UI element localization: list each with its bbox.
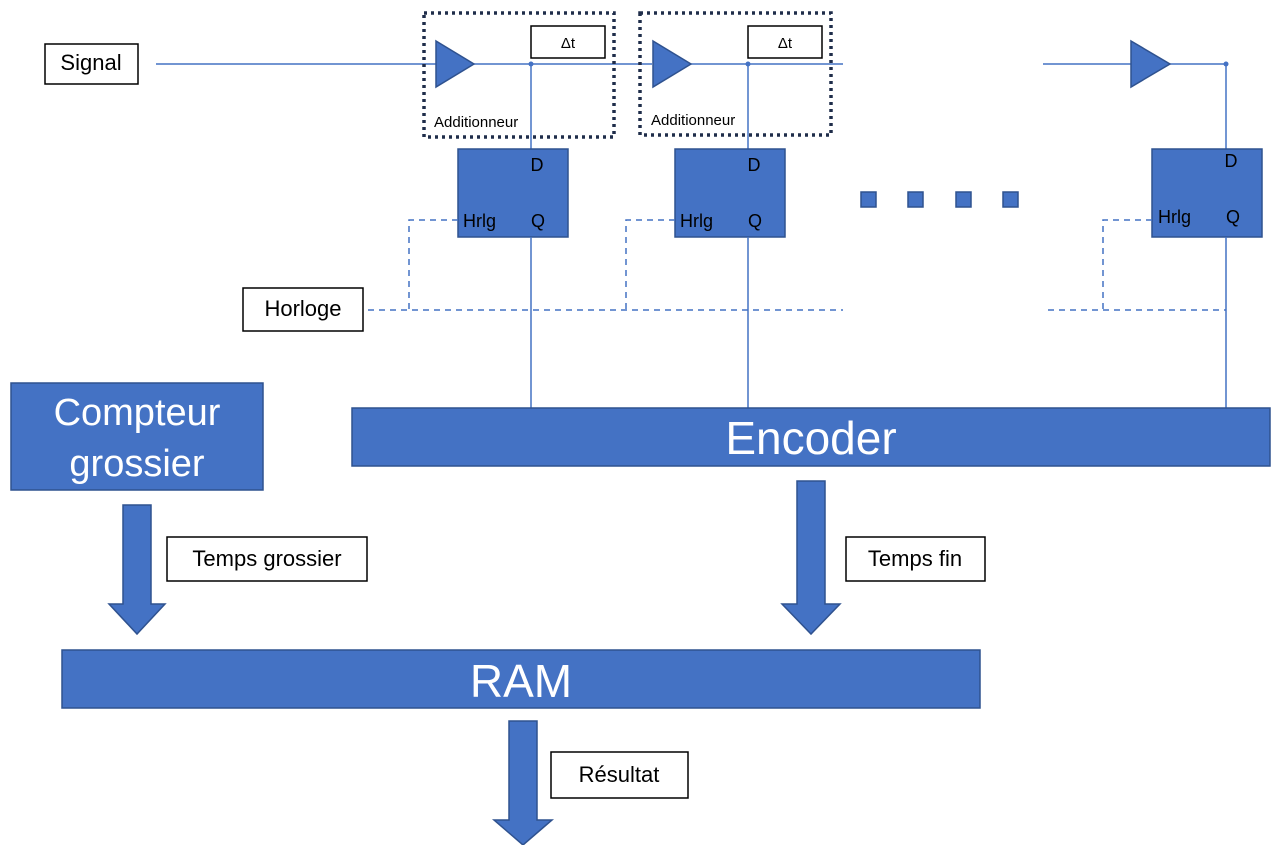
clock-wire <box>1102 219 1152 310</box>
ellipsis-square-icon <box>955 191 972 208</box>
coarse-time-label: Temps grossier <box>192 546 341 571</box>
flipflop-2: D Hrlg Q <box>674 148 786 238</box>
flipflop-q-label: Q <box>1226 207 1240 227</box>
flipflop-d-label: D <box>531 155 544 175</box>
buffer-triangle-icon <box>652 39 693 89</box>
clock-label-box: Horloge <box>242 287 364 332</box>
flipflop-n: D Hrlg Q <box>1151 148 1263 238</box>
delay-label: Δt <box>778 35 793 52</box>
flipflop-d-label: D <box>1225 151 1238 171</box>
delay-label: Δt <box>561 35 576 52</box>
coarse-counter-block: Compteur grossier <box>10 382 264 491</box>
flipflop-1: D Hrlg Q <box>457 148 569 238</box>
clock-wire <box>408 219 458 310</box>
clock-wire <box>625 219 675 310</box>
ellipsis-square-icon <box>860 191 877 208</box>
encoder-block: Encoder <box>351 407 1271 467</box>
adder-label: Additionneur <box>651 112 735 129</box>
adder-stage-1: Δt Additionneur <box>422 11 616 139</box>
ram-label: RAM <box>470 655 572 707</box>
signal-label: Signal <box>60 50 121 75</box>
result-label-box: Résultat <box>550 751 689 799</box>
flipflop-clk-label: Hrlg <box>1158 207 1191 227</box>
buffer-triangle-icon <box>1130 39 1172 89</box>
flipflop-q-label: Q <box>748 211 762 231</box>
encoder-label: Encoder <box>725 412 896 464</box>
clock-label: Horloge <box>264 296 341 321</box>
result-label: Résultat <box>579 762 660 787</box>
coarse-time-label-box: Temps grossier <box>166 536 368 582</box>
flipflop-d-label: D <box>748 155 761 175</box>
arrow-down-icon <box>107 504 167 636</box>
arrow-down-icon <box>780 480 842 636</box>
fine-time-label-box: Temps fin <box>845 536 986 582</box>
flipflop-q-label: Q <box>531 211 545 231</box>
adder-label: Additionneur <box>434 114 518 131</box>
flipflop-clk-label: Hrlg <box>680 211 713 231</box>
fine-time-label: Temps fin <box>868 546 962 571</box>
ellipsis-square-icon <box>1002 191 1019 208</box>
coarse-counter-label: grossier <box>69 443 204 485</box>
arrow-down-icon <box>491 720 555 845</box>
flipflop-clk-label: Hrlg <box>463 211 496 231</box>
adder-stage-2: Δt Additionneur <box>638 11 833 137</box>
ram-block: RAM <box>61 649 981 709</box>
ellipsis-square-icon <box>907 191 924 208</box>
signal-label-box: Signal <box>44 43 139 85</box>
coarse-counter-label: Compteur <box>54 392 221 434</box>
buffer-triangle-icon <box>435 39 476 89</box>
